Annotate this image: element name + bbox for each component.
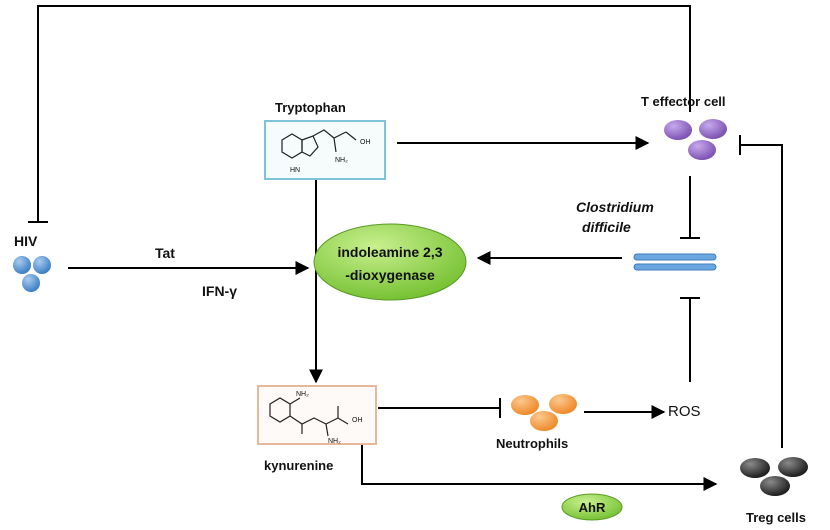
tryptophan-structure-icon (281, 129, 357, 159)
kynurenine-label: kynurenine (264, 458, 333, 473)
t-effector-cell (664, 120, 692, 140)
kynurenine-node: NH₂ NH₂ OH kynurenine (257, 385, 377, 473)
clostridium-line1: Clostridium (576, 199, 654, 215)
hiv-particle (33, 256, 51, 274)
t-effector-cell (688, 140, 716, 160)
kynurenine-nh2-bottom-label: NH₂ (328, 438, 341, 445)
treg-cell (778, 457, 808, 477)
hiv-particle (22, 274, 40, 292)
treg-cell (740, 458, 770, 478)
tryptophan-node: Tryptophan HN NH₂ OH (264, 100, 386, 180)
edge-kynurenine-to-treg (361, 444, 718, 491)
edge-label-tat: Tat (155, 245, 175, 261)
ahr-ellipse (561, 493, 623, 521)
edge-teffector-to-hiv (37, 5, 691, 222)
clostridium-line2: difficile (582, 219, 631, 235)
tryptophan-structure-box (264, 120, 386, 180)
neutrophils-node: Neutrophils (496, 394, 577, 451)
tryptophan-nh-label: HN (290, 167, 300, 174)
tryptophan-nh2-label: NH₂ (335, 157, 348, 164)
t-effector-cell (699, 119, 727, 139)
edge-treg-inhibits-teffector (740, 144, 783, 448)
ido-line2: -dioxygenase (345, 267, 435, 283)
neutrophils-label: Neutrophils (496, 436, 568, 451)
neutrophil-cell (549, 394, 577, 414)
ido-line1: indoleamine 2,3 (337, 244, 442, 260)
t-effector-node: T effector cell (641, 94, 727, 160)
ahr-label: AhR (579, 500, 606, 515)
kynurenine-oh-label: OH (352, 417, 363, 424)
ido-node: indoleamine 2,3 -dioxygenase (313, 223, 467, 301)
kynurenine-structure-icon (269, 397, 349, 437)
gut-barrier-icon (633, 253, 717, 271)
edge-label-ifn: IFN-γ (202, 283, 237, 299)
treg-node: Treg cells (740, 457, 808, 525)
hiv-particle (13, 256, 31, 274)
tryptophan-oh-label: OH (360, 139, 371, 146)
ido-ellipse (313, 223, 467, 301)
ros-label: ROS (668, 403, 701, 420)
neutrophil-cell (511, 395, 539, 415)
kynurenine-nh2-top-label: NH₂ (296, 391, 309, 398)
hiv-node: HIV (13, 233, 51, 292)
neutrophil-cell (530, 411, 558, 431)
treg-label: Treg cells (746, 510, 806, 525)
tryptophan-label: Tryptophan (275, 100, 346, 115)
hiv-label: HIV (14, 233, 38, 249)
treg-cell (760, 476, 790, 496)
ahr-node: AhR (561, 493, 623, 521)
t-effector-label: T effector cell (641, 94, 726, 109)
kynurenine-structure-box (257, 385, 377, 445)
